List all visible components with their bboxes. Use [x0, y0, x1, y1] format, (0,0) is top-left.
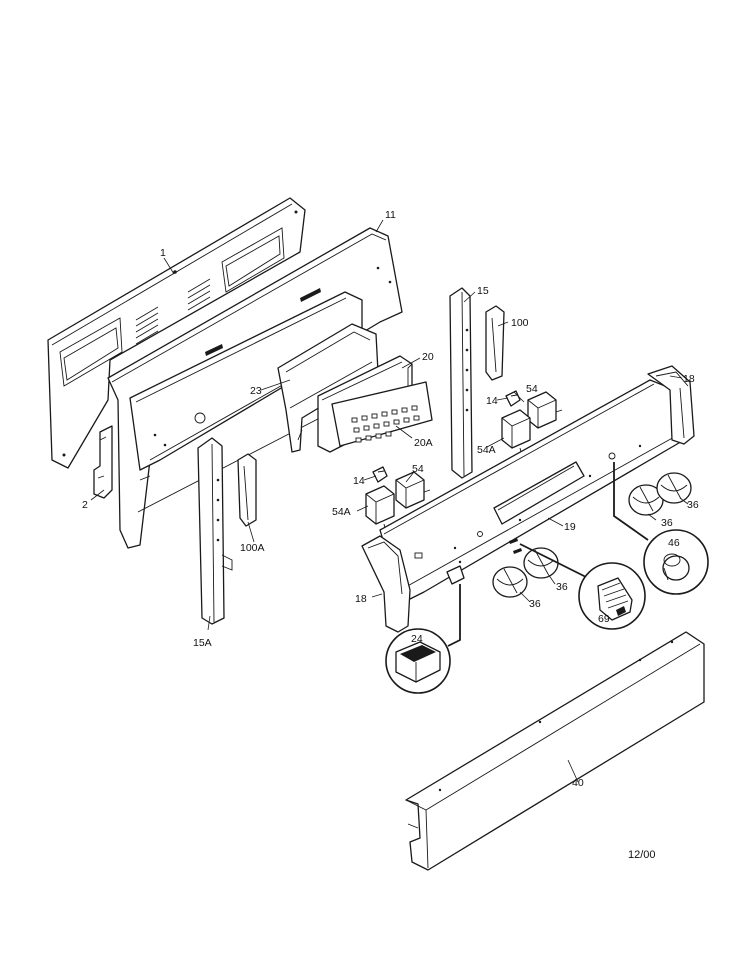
label-part-18-right: 18	[683, 373, 695, 385]
keypad-overlay	[331, 381, 433, 447]
label-part-36-a: 36	[556, 581, 568, 593]
display-bracket	[277, 323, 379, 453]
infinite-switch-54a-lower	[365, 485, 395, 533]
revision-date: 12/00	[628, 849, 656, 861]
right-end-bracket	[449, 287, 473, 479]
rear-back-panel	[47, 197, 306, 469]
label-part-1: 1	[160, 247, 166, 259]
label-part-20a: 20A	[414, 437, 433, 449]
label-part-20: 20	[422, 351, 434, 363]
knob-2	[492, 566, 528, 598]
label-part-15: 15	[477, 285, 489, 297]
side-bracket	[93, 425, 113, 499]
end-cap-left	[361, 535, 411, 633]
label-part-100a: 100A	[240, 542, 265, 554]
knob-4	[656, 472, 692, 504]
label-part-15a: 15A	[193, 637, 212, 649]
label-part-54-upper: 54	[526, 383, 538, 395]
label-part-24: 24	[411, 633, 423, 645]
switch-lower	[372, 466, 388, 483]
label-part-36-c: 36	[661, 517, 673, 529]
keypad-buttons	[351, 405, 420, 443]
infinite-switch-upper	[527, 391, 563, 429]
label-part-54a-lower: 54A	[332, 506, 351, 518]
label-part-19: 19	[564, 521, 576, 533]
callout-46-knob-insert	[613, 462, 709, 595]
left-retainer-clip	[237, 453, 257, 527]
label-part-100: 100	[511, 317, 529, 329]
label-part-54-lower: 54	[412, 463, 424, 475]
lower-trim-rail	[405, 631, 705, 871]
label-part-2: 2	[82, 499, 88, 511]
end-cap-right	[647, 365, 695, 445]
knob-3	[628, 484, 664, 516]
infinite-switch-54a-upper	[501, 409, 531, 457]
label-part-69: 69	[598, 613, 610, 625]
label-part-46: 46	[668, 537, 680, 549]
label-part-40: 40	[572, 777, 584, 789]
part-labels: 1 2 11 14 14 15 15A 18 18 19 20 20A 23 2…	[82, 209, 699, 789]
right-retainer-clip	[485, 305, 505, 381]
label-part-54a-upper: 54A	[477, 444, 496, 456]
label-part-36-d: 36	[687, 499, 699, 511]
label-part-18-left: 18	[355, 593, 367, 605]
label-part-14-upper: 14	[486, 395, 498, 407]
label-part-14-lower: 14	[353, 475, 365, 487]
label-part-36-b: 36	[529, 598, 541, 610]
vent-slots	[135, 278, 211, 345]
panel-switch	[446, 565, 465, 585]
label-part-23: 23	[250, 385, 262, 397]
fastener-screws	[509, 538, 522, 554]
knob-1	[523, 547, 559, 579]
infinite-switch-lower	[395, 471, 431, 509]
left-end-bracket	[197, 437, 233, 625]
callout-69-screw	[519, 543, 646, 630]
leader-lines	[90, 219, 689, 783]
callout-24-switch	[385, 584, 461, 694]
switch-upper	[505, 390, 521, 407]
label-part-11: 11	[385, 209, 396, 221]
